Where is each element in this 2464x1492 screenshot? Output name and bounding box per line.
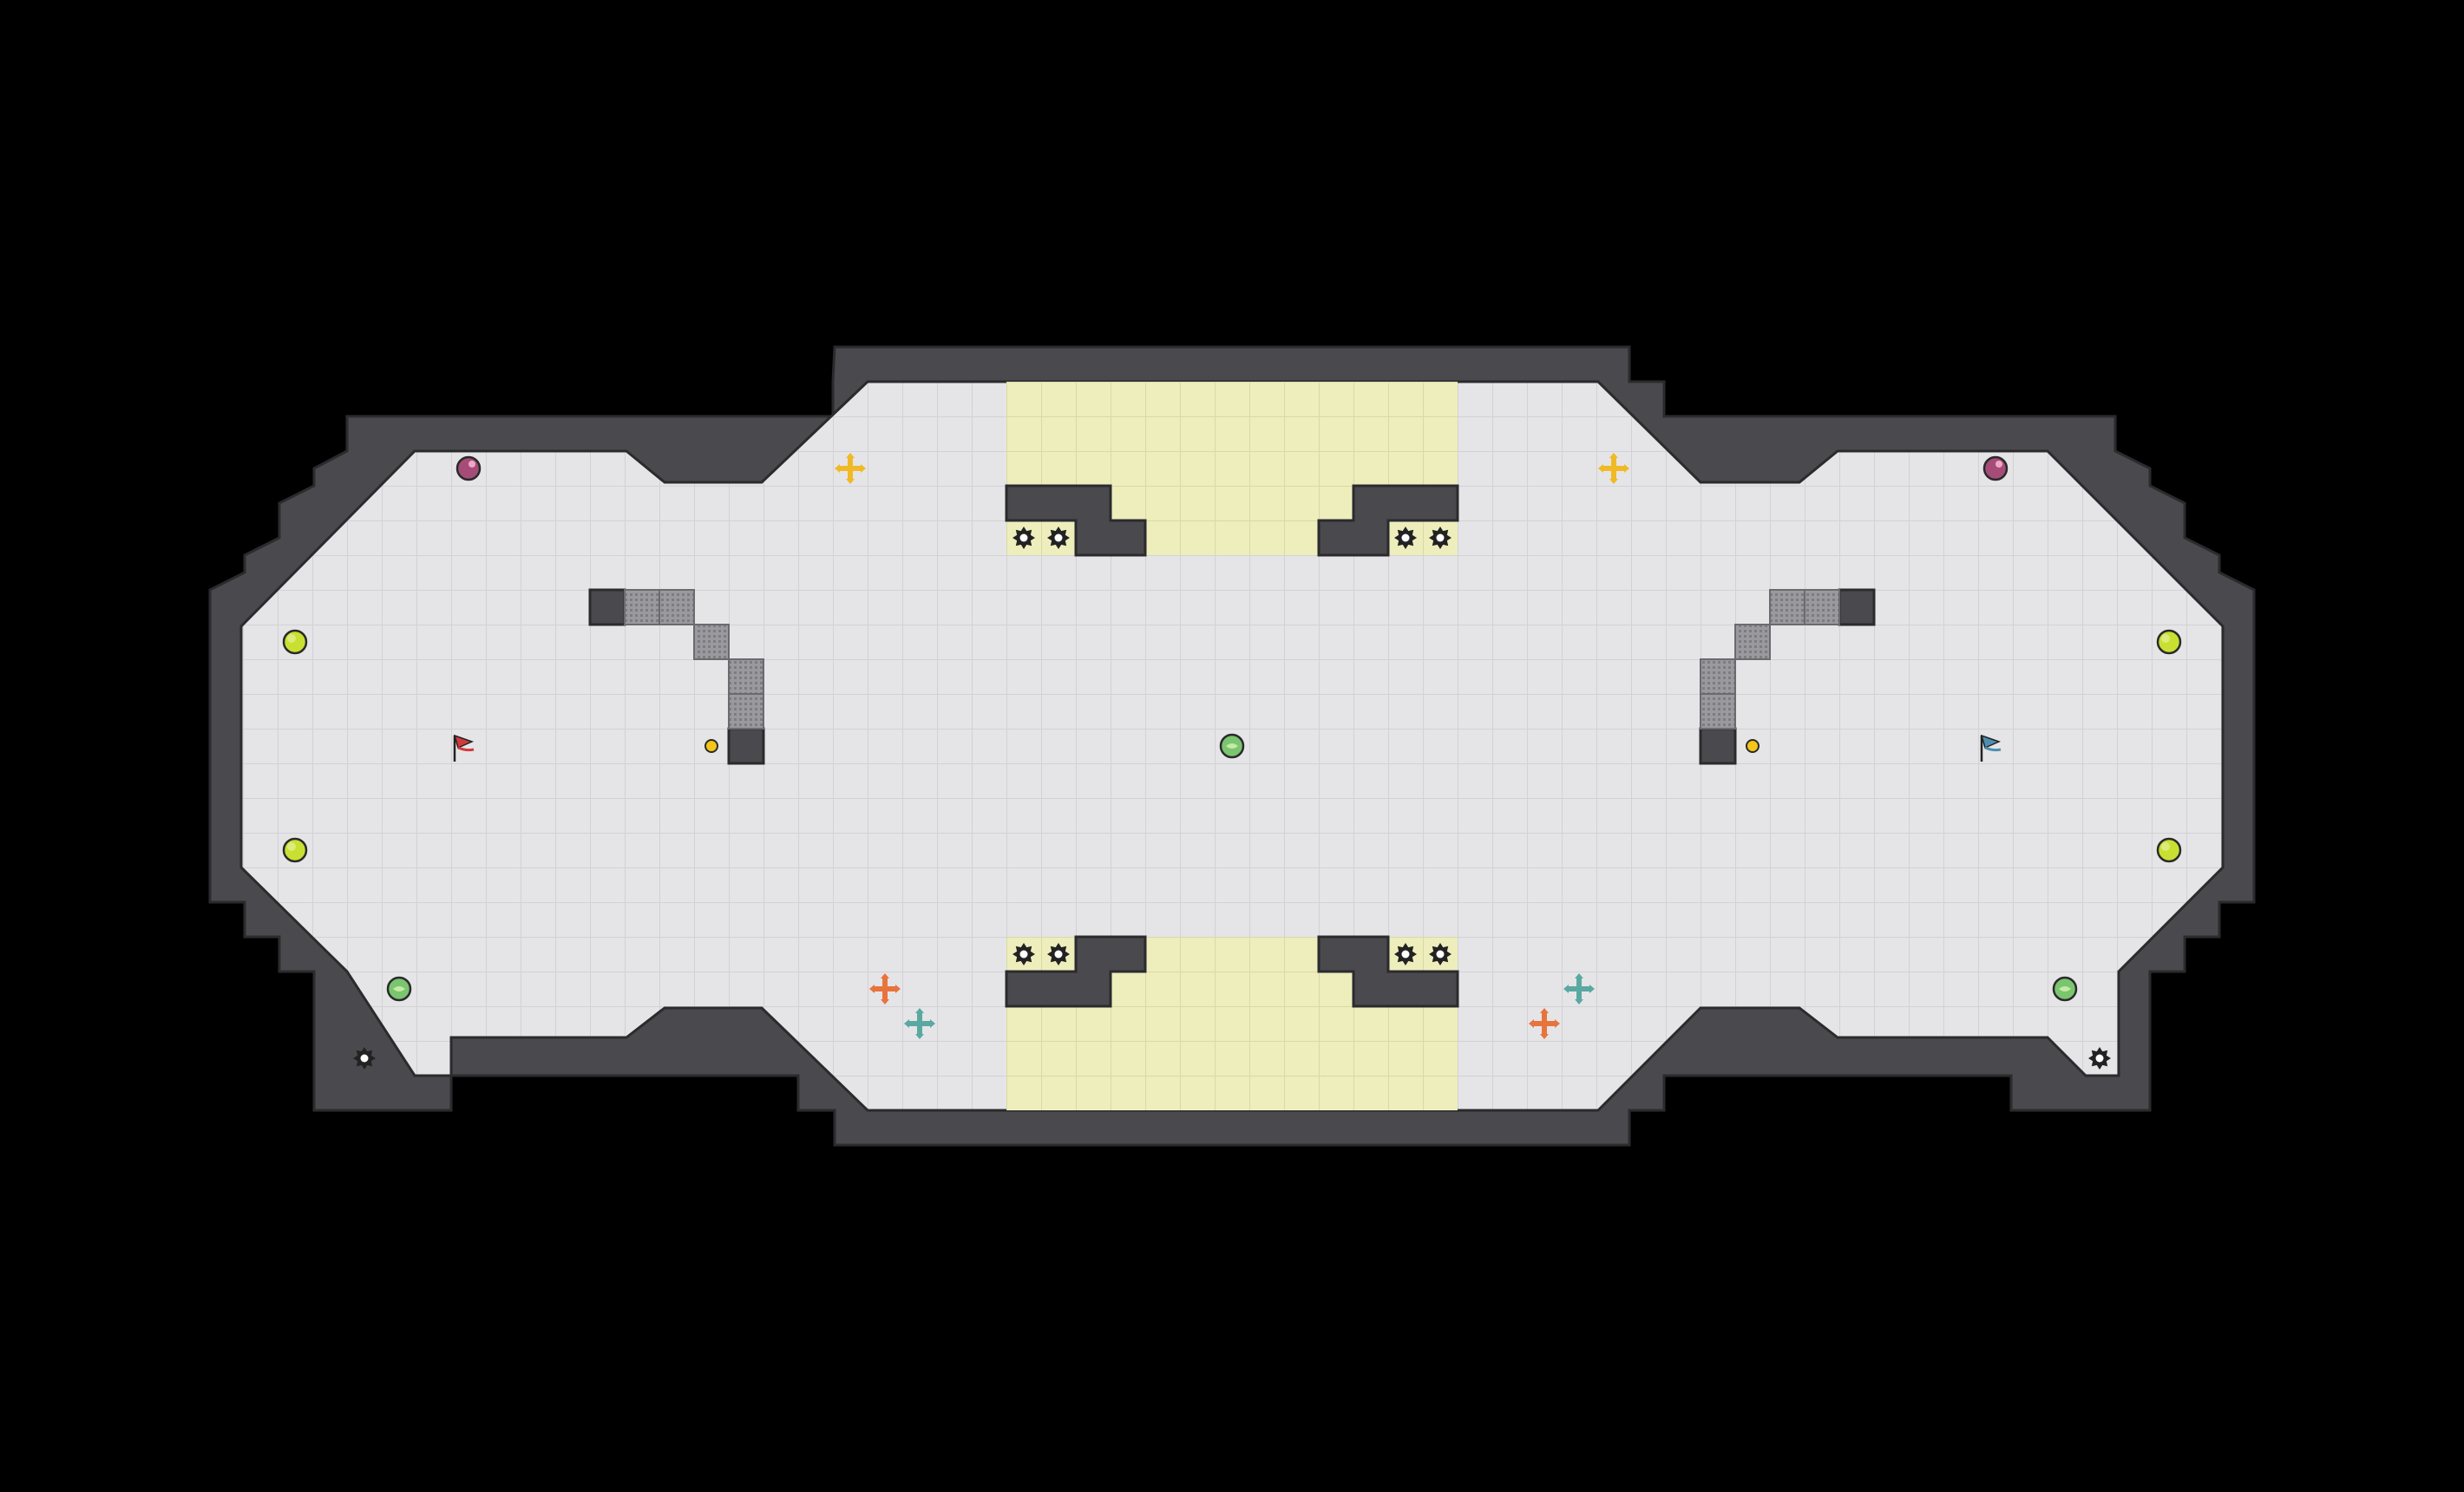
spike-icon	[353, 1047, 376, 1070]
wall-block	[1005, 484, 1147, 557]
bomb-icon	[1982, 455, 2009, 481]
wall-block	[1699, 727, 1737, 765]
wall-block	[1005, 935, 1147, 1008]
spike-icon	[1429, 943, 1452, 965]
spike-icon	[1394, 943, 1417, 965]
spike-icon	[2088, 1047, 2111, 1070]
boost-icon	[282, 837, 308, 863]
wall-block	[1838, 588, 1876, 626]
gate-tile	[1700, 658, 1736, 695]
flag-icon	[453, 734, 475, 762]
plus-arrows-icon	[869, 973, 901, 1004]
plus-arrows-icon	[1598, 453, 1629, 484]
gate-tile	[728, 693, 764, 730]
gate-tile	[1700, 693, 1736, 730]
button-icon	[704, 739, 718, 753]
plus-arrows-icon	[1563, 973, 1595, 1004]
gate-tile	[1769, 589, 1805, 625]
gate-tile	[1804, 589, 1840, 625]
button-icon	[1746, 739, 1760, 753]
plus-arrows-icon	[904, 1008, 935, 1039]
spike-icon	[1012, 527, 1035, 549]
boost-icon	[2156, 837, 2182, 863]
gate-tile	[728, 658, 764, 695]
gate-tile	[693, 624, 730, 660]
bomb-icon	[455, 455, 482, 481]
end-zone-bottom	[1006, 937, 1458, 1110]
spike-icon	[1047, 527, 1070, 549]
wall-block	[1317, 484, 1459, 557]
wall-block	[588, 588, 626, 626]
boost-icon	[2156, 629, 2182, 655]
boost-icon	[282, 629, 308, 655]
powerup-icon	[1219, 733, 1245, 759]
powerup-icon	[386, 976, 412, 1002]
spike-icon	[1012, 943, 1035, 965]
inner-walls	[588, 484, 1876, 1008]
wall-block	[1317, 935, 1459, 1008]
gate-tile	[1734, 624, 1771, 660]
flag-icon	[1980, 734, 2002, 762]
gate-tile	[659, 589, 695, 625]
end-zone-top-stem	[1145, 382, 1319, 555]
wall-block	[727, 727, 765, 765]
spike-icon	[1394, 527, 1417, 549]
gate-tile	[624, 589, 660, 625]
spike-icon	[1047, 943, 1070, 965]
powerup-icon	[2052, 976, 2078, 1002]
spike-icon	[1429, 527, 1452, 549]
plus-arrows-icon	[835, 453, 866, 484]
plus-arrows-icon	[1529, 1008, 1560, 1039]
gates	[624, 589, 1840, 730]
